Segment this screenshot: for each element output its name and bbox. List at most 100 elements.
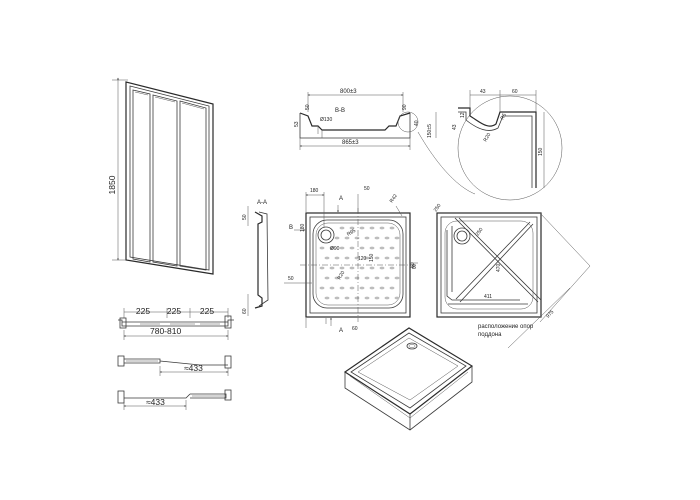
tray-dim-180-left: 180 [300, 223, 306, 232]
bb-left-step: 50 [305, 104, 311, 110]
anti-slip-dot [349, 246, 355, 250]
support-caption-line1: расположение опор [478, 324, 534, 330]
section-bb: В-В 800±3 Ø130 50 53 90 40 865±3 [294, 89, 420, 150]
detail-total-height: 150±5 [427, 124, 433, 138]
detail-top-left: 43 [480, 89, 486, 95]
anti-slip-dot [364, 296, 370, 300]
anti-slip-dot [324, 276, 330, 280]
tray-isometric [343, 327, 474, 431]
anti-slip-dot [384, 296, 390, 300]
tray-top-view: A A B B 180 50 R42 180 R95 Ø90 120 150 6… [284, 186, 418, 334]
detail-height: 150 [538, 147, 544, 156]
panel-width-2: 225 [167, 306, 181, 316]
anti-slip-dot [359, 246, 365, 250]
anti-slip-dot [394, 256, 400, 260]
detail-view: 43 60 12 43 R5 R20 150 150±5 [417, 89, 563, 201]
anti-slip-dot [344, 296, 350, 300]
support-dim-411: 411 [484, 294, 492, 300]
tray-dim-60-right: 60 [410, 262, 416, 268]
tray-dim-180: 180 [310, 188, 319, 194]
anti-slip-dot [339, 246, 345, 250]
anti-slip-dot [374, 236, 380, 240]
anti-slip-dot [349, 226, 355, 230]
anti-slip-dot [374, 276, 380, 280]
anti-slip-dot [369, 226, 375, 230]
aa-top: 50 [242, 214, 248, 220]
anti-slip-dot [354, 236, 360, 240]
anti-slip-dot [319, 246, 325, 250]
anti-slip-dot [344, 256, 350, 260]
detail-top-right: 60 [512, 89, 518, 95]
section-aa-title: А-А [257, 200, 267, 206]
anti-slip-dot [319, 286, 325, 290]
anti-slip-dot [324, 256, 330, 260]
anti-slip-dot [384, 276, 390, 280]
open-width-right: ≈433 [184, 363, 203, 373]
support-dim-975: 975 [545, 309, 555, 319]
anti-slip-dot [374, 296, 380, 300]
panel-width-1: 225 [136, 306, 150, 316]
bb-bottom-width: 865±3 [342, 140, 359, 146]
anti-slip-dot [339, 286, 345, 290]
tray-dim-150: 150 [369, 253, 375, 262]
anti-slip-dot [354, 276, 360, 280]
anti-slip-dot [359, 286, 365, 290]
anti-slip-dot [359, 226, 365, 230]
anti-slip-dot [379, 286, 385, 290]
tray-dim-r42: R42 [389, 193, 399, 204]
bb-hole: Ø130 [320, 117, 332, 123]
tray-dim-r95: R95 [346, 228, 357, 238]
tray-dim-50-left: 50 [288, 276, 294, 282]
anti-slip-dot [394, 236, 400, 240]
bb-right-height: 40 [414, 120, 420, 126]
anti-slip-dot [394, 276, 400, 280]
support-dim-250-top: 250 [475, 227, 485, 237]
tray-dim-60-bottom: 60 [352, 326, 358, 332]
tray-dim-50-top: 50 [364, 186, 370, 192]
section-aa: А-А 50 60 [242, 200, 269, 316]
tray-dim-r20: R20 [337, 270, 347, 281]
anti-slip-dot [324, 296, 330, 300]
detail-corner-a: R5 [500, 112, 509, 121]
anti-slip-dot [339, 266, 345, 270]
tray-arrow-left: B [289, 225, 293, 231]
anti-slip-dot [389, 226, 395, 230]
panel-width-3: 225 [200, 306, 214, 316]
detail-side-b: 43 [452, 124, 458, 130]
anti-slip-dot [339, 226, 345, 230]
door-plan-closed: 225 225 225 780-810 [118, 306, 234, 340]
anti-slip-dot [389, 246, 395, 250]
anti-slip-dot [344, 236, 350, 240]
anti-slip-dot [349, 266, 355, 270]
anti-slip-dot [369, 286, 375, 290]
tray-arrow-top: A [339, 196, 343, 202]
anti-slip-dot [349, 286, 355, 290]
anti-slip-dot [329, 246, 335, 250]
anti-slip-dot [334, 276, 340, 280]
anti-slip-dot [369, 266, 375, 270]
anti-slip-dot [344, 276, 350, 280]
section-bb-title: В-В [335, 108, 345, 114]
anti-slip-dot [379, 226, 385, 230]
anti-slip-dot [319, 266, 325, 270]
bb-top-width: 800±3 [340, 89, 357, 95]
door-total-width: 780-810 [150, 326, 181, 336]
anti-slip-dot [374, 256, 380, 260]
tray-support-layout: 250 250 470 411 975 расположение опор по… [433, 203, 591, 349]
anti-slip-dot [379, 266, 385, 270]
anti-slip-dot [369, 246, 375, 250]
anti-slip-dot [389, 266, 395, 270]
anti-slip-dot [384, 256, 390, 260]
bb-left-height: 53 [294, 121, 300, 127]
door-plan-open-right: ≈433 [117, 355, 232, 376]
anti-slip-dot [379, 246, 385, 250]
anti-slip-dot [354, 296, 360, 300]
anti-slip-pattern [319, 226, 400, 300]
anti-slip-dot [364, 236, 370, 240]
anti-slip-dot [334, 256, 340, 260]
tray-arrow-bottom: A [339, 328, 343, 334]
support-dim-470: 470 [496, 263, 502, 272]
tray-arrow-right: B [412, 265, 416, 271]
anti-slip-dot [394, 296, 400, 300]
anti-slip-dot [334, 236, 340, 240]
